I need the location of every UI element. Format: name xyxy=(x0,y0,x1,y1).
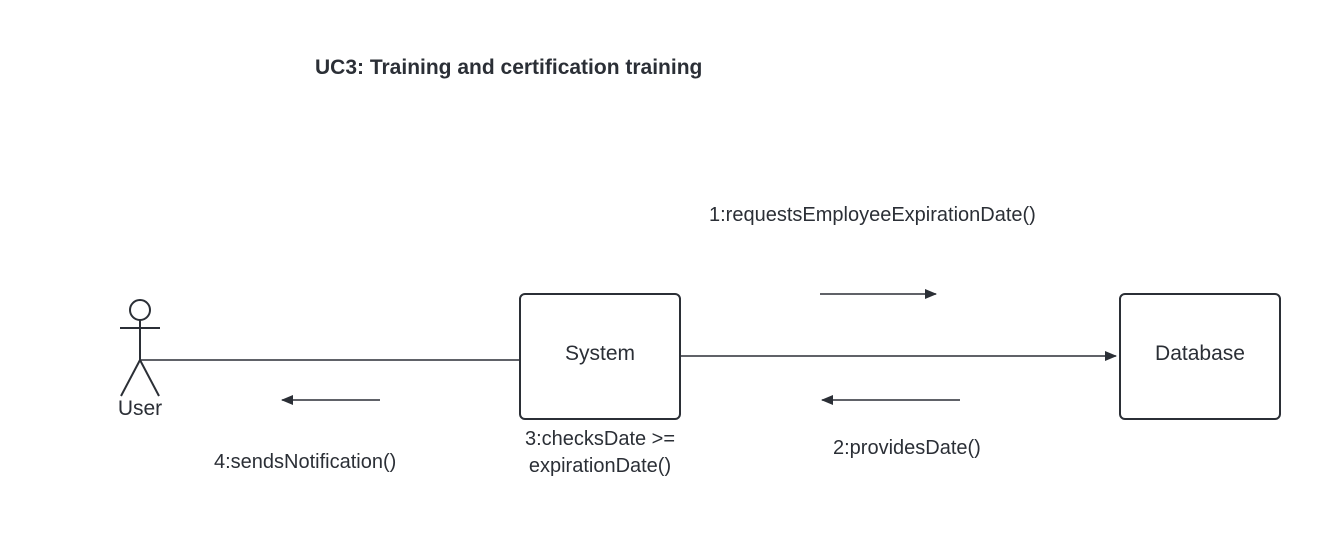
system-object-box xyxy=(519,293,681,420)
message-4-label: 4:sendsNotification() xyxy=(214,451,397,473)
message-2-label: 2:providesDate() xyxy=(833,437,981,459)
system-object-label: System xyxy=(564,342,635,365)
database-object-label: Database xyxy=(1155,342,1245,365)
message-3-label-line-2: expirationDate() xyxy=(528,455,672,477)
message-3-label: 3:checksDate >= expirationDate() xyxy=(480,426,720,480)
database-object-box xyxy=(1119,293,1281,420)
message-1-label: 1:requestsEmployeeExpirationDate() xyxy=(709,204,1036,226)
message-3-label-line-1: 3:checksDate >= xyxy=(524,428,676,450)
user-actor-icon xyxy=(120,299,160,397)
diagram-title: UC3: Training and certification training xyxy=(315,56,703,79)
actor-label: User xyxy=(117,397,163,420)
